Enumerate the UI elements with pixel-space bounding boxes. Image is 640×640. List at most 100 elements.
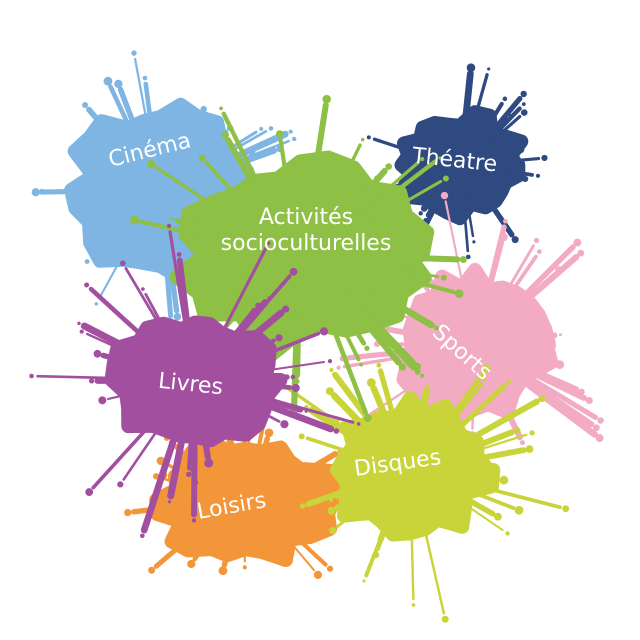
label-activites-line2: socioculturelles	[220, 231, 392, 257]
splash-streak	[187, 226, 237, 244]
splash-streak	[160, 476, 198, 491]
splash-streak	[246, 435, 251, 466]
splash-streak	[365, 253, 461, 263]
splash-streak	[138, 219, 235, 245]
splash-droplet	[190, 466, 197, 473]
splash-droplet	[398, 363, 407, 371]
splash-droplet	[291, 136, 297, 142]
splash-droplet	[29, 373, 34, 379]
splash-droplet	[93, 349, 102, 358]
splash-droplet	[441, 615, 449, 623]
splash-droplet	[290, 374, 296, 380]
splash-streak	[192, 527, 218, 562]
splash-streak	[290, 470, 337, 491]
splash-streak	[233, 390, 335, 433]
splash-droplet	[148, 566, 156, 574]
splash-streak	[198, 415, 211, 461]
splash-droplet	[533, 237, 540, 244]
splash-streak	[365, 242, 424, 254]
splash-streak	[305, 480, 371, 508]
label-activites-line1: Activités	[258, 205, 354, 230]
splash-droplet	[326, 565, 334, 572]
splash-droplet	[499, 233, 508, 242]
splash-droplet	[141, 287, 145, 291]
splash-droplet	[517, 146, 525, 154]
splash-droplet	[360, 137, 365, 142]
splash-streak	[513, 332, 558, 343]
splash-droplet	[186, 471, 192, 477]
splash-droplet	[242, 565, 247, 570]
splash-droplet	[327, 506, 336, 515]
splash-droplet	[264, 428, 274, 438]
splash-streak	[237, 374, 290, 382]
splash-droplet	[494, 512, 502, 521]
label-activites: Activités socioculturelles	[196, 205, 416, 258]
splash-streak	[85, 332, 156, 366]
splash-droplet	[359, 362, 363, 367]
splash-droplet	[555, 266, 563, 274]
splash-droplet	[82, 102, 89, 109]
splash-droplet	[487, 67, 491, 71]
splash-droplet	[94, 302, 98, 306]
splash-streak	[233, 396, 281, 423]
splash-streak	[307, 102, 329, 205]
splash-droplet	[363, 414, 372, 423]
splash-streak	[464, 192, 475, 238]
splash-streak	[434, 371, 485, 441]
splash-streak	[124, 267, 174, 348]
splash-streak	[340, 293, 402, 366]
splash-droplet	[519, 440, 525, 446]
splash-streak	[221, 532, 235, 568]
splash-droplet	[595, 434, 604, 443]
splash-streak	[461, 192, 470, 253]
splash-streak	[418, 506, 446, 615]
splash-droplet	[505, 531, 510, 536]
splash-droplet	[499, 475, 509, 485]
splash-streak	[468, 73, 489, 139]
splash-streak	[237, 380, 293, 390]
splash-streak	[206, 139, 290, 174]
splash-streak	[370, 384, 396, 438]
splash-droplet	[142, 75, 148, 81]
splash-streak	[356, 279, 435, 329]
splash-droplet	[385, 163, 392, 170]
splash-streak	[193, 449, 215, 475]
splash-droplet	[289, 267, 298, 276]
splash-droplet	[418, 211, 423, 216]
splash-streak	[343, 291, 417, 371]
splash-droplet	[182, 225, 187, 230]
splash-droplet	[84, 230, 93, 240]
splash-droplet	[503, 218, 508, 224]
splash-droplet	[319, 327, 329, 336]
splash-streak	[446, 398, 540, 454]
splash-droplet	[325, 387, 334, 396]
splash-droplet	[525, 445, 534, 453]
splash-droplet	[322, 94, 332, 104]
splash-streak	[122, 410, 171, 481]
splash-streak	[214, 246, 268, 347]
splash-droplet	[366, 378, 376, 387]
splash-droplet	[176, 252, 182, 257]
splash-droplet	[131, 50, 137, 56]
splash-droplet	[89, 378, 95, 384]
splash-streak	[332, 371, 387, 442]
splash-streak	[84, 158, 115, 174]
splash-streak	[154, 165, 245, 227]
splash-streak	[435, 382, 483, 442]
splash-streak	[504, 272, 556, 319]
splash-droplet	[440, 274, 447, 281]
splash-activites	[130, 94, 467, 423]
splash-droplet	[120, 260, 126, 267]
splash-streak	[355, 366, 442, 425]
splash-droplet	[502, 96, 508, 102]
splash-streak	[377, 503, 397, 543]
splash-streak	[194, 129, 229, 161]
splash-streak	[476, 101, 504, 143]
splash-droplet	[140, 533, 145, 539]
splash-droplet	[366, 135, 371, 140]
splash-streak	[225, 137, 270, 211]
splash-streak	[107, 387, 153, 401]
splash-disques	[281, 362, 570, 623]
splash-streak	[505, 366, 599, 438]
